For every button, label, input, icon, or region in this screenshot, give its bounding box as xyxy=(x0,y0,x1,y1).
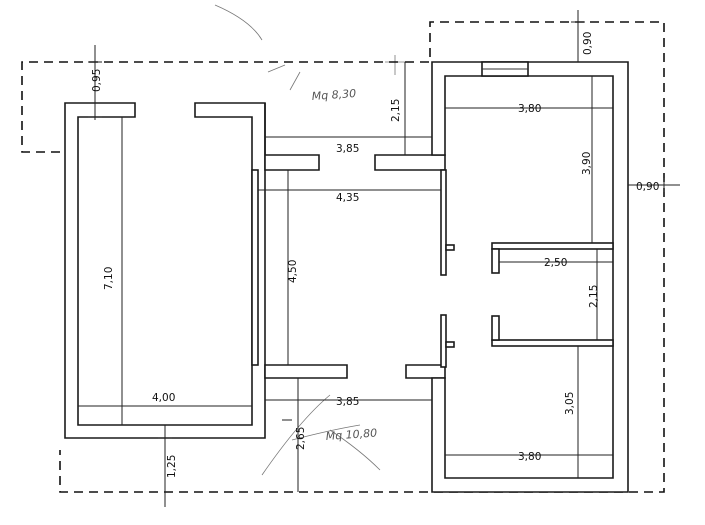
dimension-lines xyxy=(78,10,680,507)
dimension-labels: 0,95 7,10 4,00 1,25 3,85 2,15 4,35 4,50 … xyxy=(91,32,659,478)
left-room-walls xyxy=(64,102,266,439)
dim-middle-room-width: 2,50 xyxy=(544,257,567,269)
note-top-area: Mq 8,30 xyxy=(311,87,356,103)
property-outline xyxy=(21,21,665,493)
dim-top-step: 2,15 xyxy=(390,99,402,122)
dim-bottom-opening: 3,85 xyxy=(336,396,359,408)
dim-right-side-setback: 0,90 xyxy=(636,181,659,193)
dim-left-top-setback: 0,95 xyxy=(91,69,103,92)
dim-left-room-width: 4,00 xyxy=(152,392,175,404)
dim-middle-room-height: 2,15 xyxy=(588,285,600,308)
dim-corridor-width: 4,35 xyxy=(336,192,359,204)
dim-top-opening: 3,85 xyxy=(336,143,359,155)
handwritten-notes: Mq 8,30 Mq 10,80 xyxy=(311,87,377,443)
dim-bottom-setback: 1,25 xyxy=(166,455,178,478)
dim-bottom-step: 2,65 xyxy=(295,427,307,450)
dim-right-top-setback: 0,90 xyxy=(582,32,594,55)
dim-left-room-height: 7,10 xyxy=(103,267,115,290)
note-bottom-area: Mq 10,80 xyxy=(325,426,377,443)
dim-top-right-room-width: 3,80 xyxy=(518,103,541,115)
pencil-sketch xyxy=(214,4,405,476)
dim-bottom-right-room-height: 3,05 xyxy=(564,392,576,415)
dim-top-right-room-height: 3,90 xyxy=(581,152,593,175)
right-block-walls xyxy=(431,61,629,493)
dim-corridor-height: 4,50 xyxy=(287,260,299,283)
dim-bottom-right-room-width: 3,80 xyxy=(518,451,541,463)
